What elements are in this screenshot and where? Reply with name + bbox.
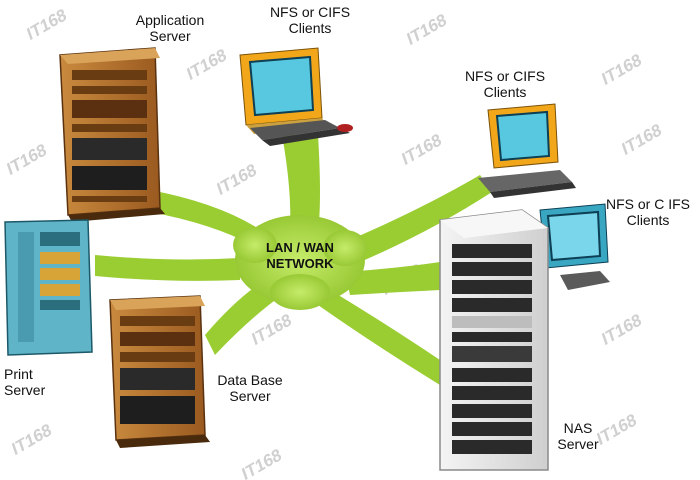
hub-line1: LAN / WAN — [266, 240, 334, 255]
client-top-label-line1: NFS or CIFS — [269, 4, 351, 20]
client-right-1-label: NFS or CIFS Clients — [450, 68, 560, 100]
network-hub-label: LAN / WAN NETWORK — [255, 240, 345, 272]
database-server-label: Data Base Server — [200, 372, 300, 404]
print-server-label: Print Server — [4, 366, 64, 398]
client-right-2-label-line2: Clients — [626, 212, 670, 228]
link-client-right-1 — [345, 175, 492, 262]
application-server-icon — [59, 47, 165, 222]
workstation-icon — [478, 103, 576, 198]
link-client-top — [282, 135, 320, 232]
nas-server-label: NAS Server — [548, 420, 608, 452]
database-server-label-line2: Server — [229, 388, 271, 404]
link-print-server — [95, 255, 240, 281]
print-server-label-line2: Server — [4, 382, 46, 398]
client-top-label: NFS or CIFS Clients — [255, 4, 365, 36]
print-server-icon — [4, 219, 93, 356]
client-right-2-label-line1: NFS or C IFS — [605, 196, 690, 212]
link-database-server — [205, 282, 282, 355]
application-server-label-line1: Application — [135, 12, 205, 28]
hub-line2: NETWORK — [266, 256, 334, 271]
database-server-label-line1: Data Base — [217, 372, 283, 388]
nas-server-label-line2: Server — [557, 436, 599, 452]
client-right-2-label: NFS or C IFS Clients — [598, 196, 698, 228]
application-server-label-line2: Server — [149, 28, 191, 44]
print-server-label-line1: Print — [4, 366, 33, 382]
workstation-icon — [539, 203, 610, 290]
network-hub — [233, 215, 367, 310]
link-nas-lower — [318, 290, 440, 385]
nas-server-icon — [439, 209, 549, 471]
application-server-label: Application Server — [120, 12, 220, 44]
nas-server-label-line1: NAS — [563, 420, 593, 436]
client-top-label-line2: Clients — [288, 20, 332, 36]
workstation-icon — [239, 47, 353, 146]
database-server-icon — [109, 295, 210, 448]
client-right-1-label-line1: NFS or CIFS — [464, 68, 546, 84]
client-right-1-label-line2: Clients — [483, 84, 527, 100]
link-nas-server — [345, 262, 440, 295]
